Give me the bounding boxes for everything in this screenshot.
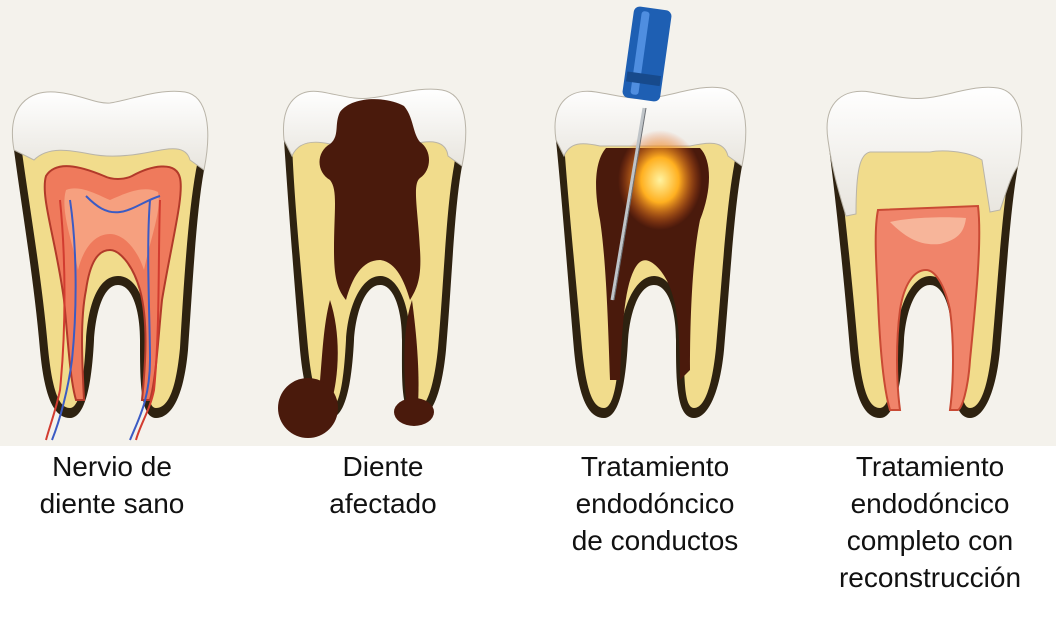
nerve-red	[45, 199, 161, 441]
tooth-diagram	[0, 0, 1056, 446]
caption-line: diente sano	[39, 488, 185, 519]
pulp-inner	[64, 188, 159, 270]
decay-root-right	[404, 300, 419, 404]
caption-line: completo con	[846, 525, 1014, 556]
decay-cavity	[319, 99, 429, 300]
caption-line: Diente	[342, 451, 424, 482]
tooth-reconstructed	[826, 86, 1023, 419]
filling-highlight	[890, 217, 966, 245]
caption-line: Nervio de	[52, 451, 172, 482]
caption-root-canal-treatment: Tratamiento endodóncico de conductos	[525, 448, 785, 559]
tooth-root-canal	[554, 6, 747, 419]
tooth-illustrations	[12, 6, 1023, 441]
caption-line: Tratamiento	[855, 451, 1005, 482]
caption-line: reconstrucción	[838, 562, 1022, 593]
caption-line: de conductos	[571, 525, 739, 556]
crown-restoration	[826, 86, 1023, 217]
caption-healthy-tooth: Nervio de diente sano	[0, 448, 242, 522]
caption-row: Nervio de diente sano Diente afectado Tr…	[0, 446, 1056, 623]
endodontic-file-collar	[625, 71, 662, 87]
endodontic-file-shaft	[610, 107, 646, 301]
abscess-left	[278, 378, 338, 438]
abscess-right	[394, 398, 434, 426]
caption-line: afectado	[329, 488, 437, 519]
heat-glow	[618, 130, 702, 230]
caption-line: endodóncico	[850, 488, 1010, 519]
decay-root-left	[318, 300, 338, 400]
caption-affected-tooth: Diente afectado	[253, 448, 513, 522]
caption-line: Tratamiento	[580, 451, 730, 482]
caption-completed-treatment: Tratamiento endodóncico completo con rec…	[800, 448, 1056, 596]
tooth-affected	[278, 88, 467, 438]
tooth-enamel	[12, 90, 209, 171]
caption-line: endodóncico	[575, 488, 735, 519]
endodontic-file-shaft-shadow	[613, 107, 647, 301]
tooth-healthy	[12, 90, 209, 441]
nerve-blue	[51, 195, 161, 441]
root-canal-filling	[874, 204, 981, 411]
